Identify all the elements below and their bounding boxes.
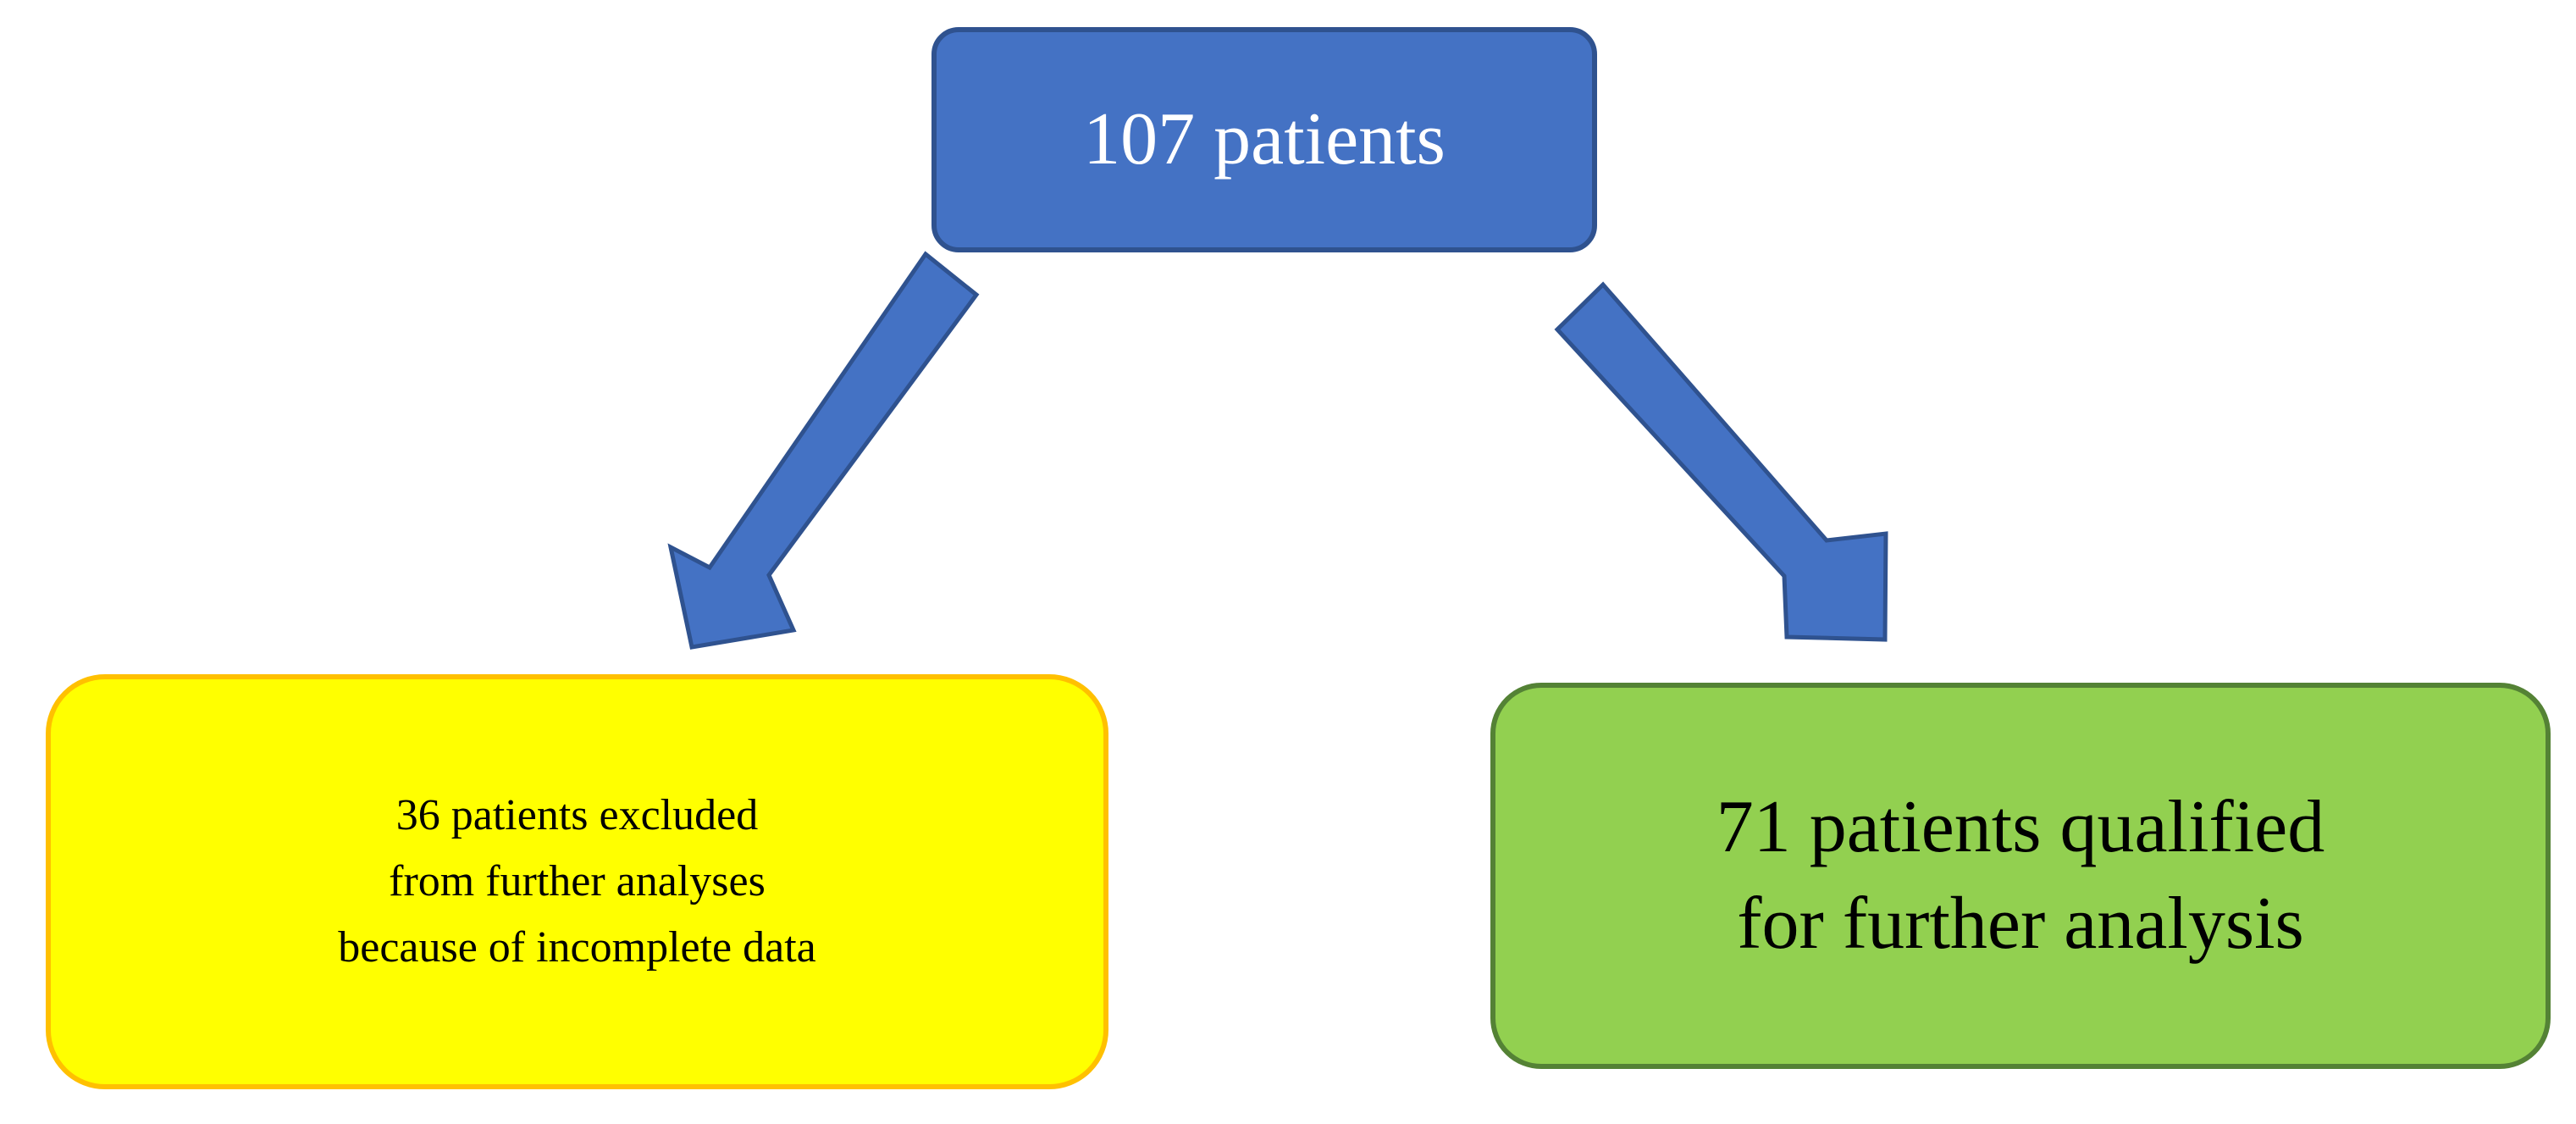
excluded-line-1: 36 patients excluded <box>395 791 759 839</box>
excluded-line-3: because of incomplete data <box>338 923 816 972</box>
total-patients-box: 107 patients <box>931 27 1597 252</box>
excluded-patients-label: 36 patients excluded from further analys… <box>338 783 816 981</box>
total-patients-text: 107 patients <box>1083 97 1446 180</box>
arrow-to-excluded <box>667 251 980 650</box>
total-patients-label: 107 patients <box>1083 97 1446 181</box>
qualified-patients-label: 71 patients qualified for further analys… <box>1716 779 2324 972</box>
excluded-patients-box: 36 patients excluded from further analys… <box>46 674 1108 1089</box>
arrow-to-qualified <box>1554 281 1888 642</box>
qualified-line-2: for further analysis <box>1737 883 2304 965</box>
qualified-patients-box: 71 patients qualified for further analys… <box>1490 683 2551 1069</box>
excluded-line-2: from further analyses <box>389 857 766 905</box>
qualified-line-1: 71 patients qualified <box>1716 786 2325 868</box>
